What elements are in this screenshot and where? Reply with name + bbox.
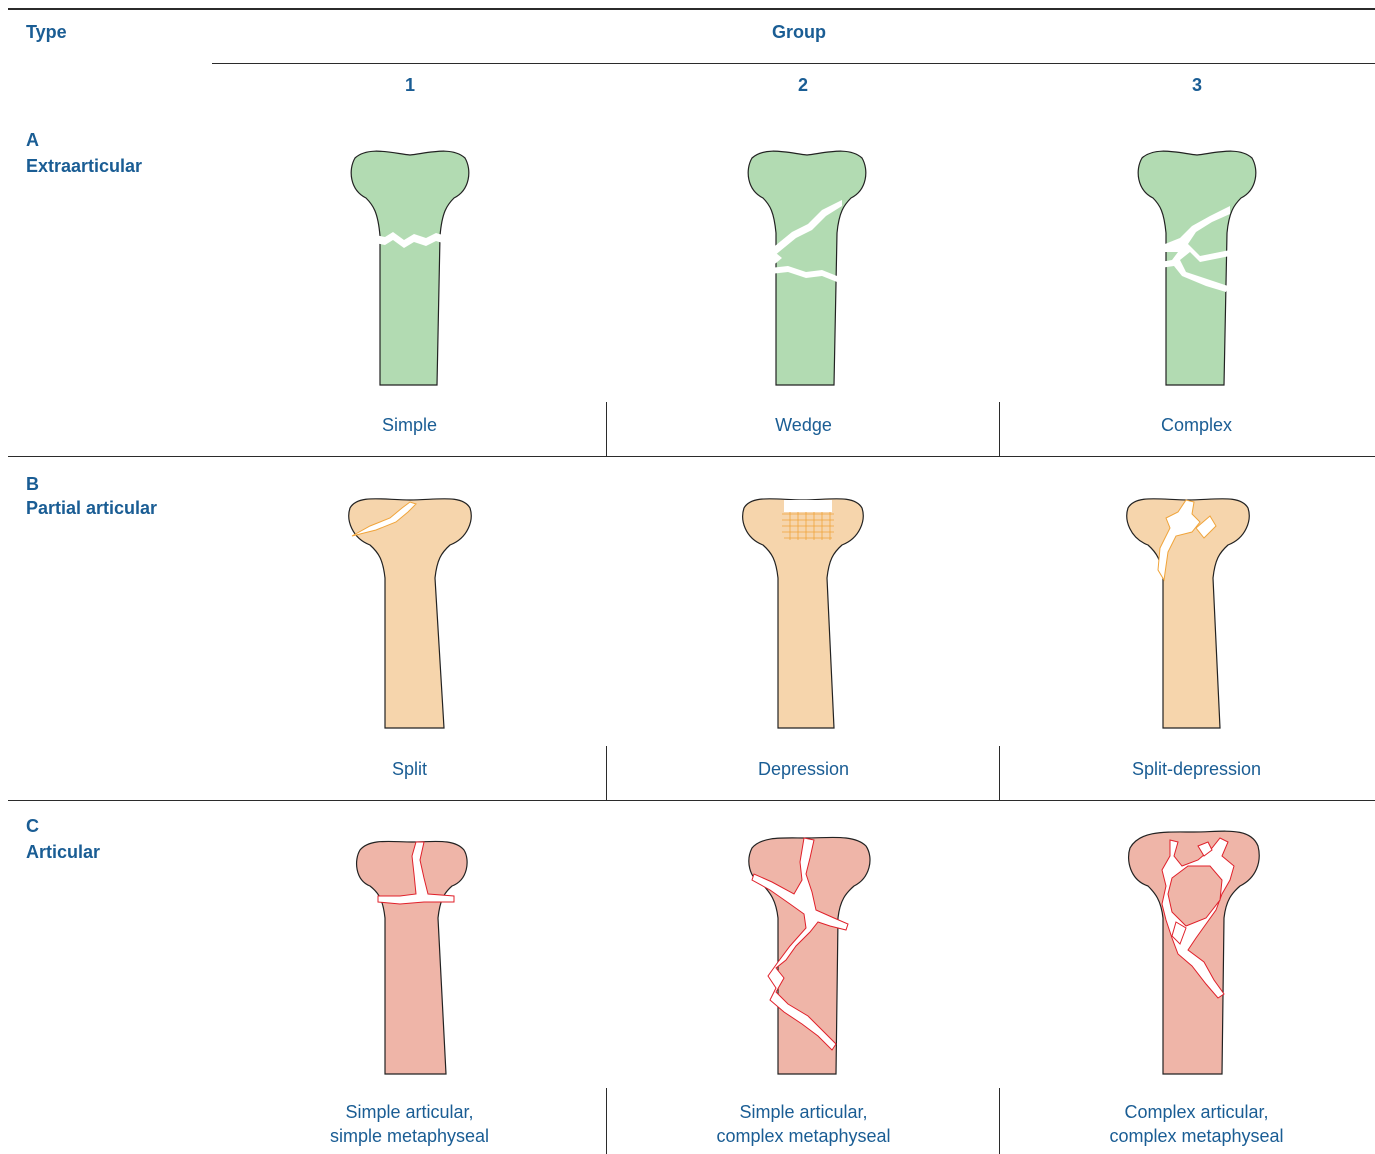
bone-a2-wedge: [748, 151, 866, 385]
bone-b2-depression: [743, 499, 863, 728]
bone-c3-complex-articular: [1129, 831, 1260, 1074]
bone-a1-simple: [351, 151, 469, 385]
bone-b1-split: [349, 499, 471, 728]
bone-a3-complex: [1138, 151, 1256, 385]
bone-c2-complex-metaphyseal: [749, 837, 870, 1074]
bone-b3-split-depression: [1127, 499, 1249, 728]
bone-c1-simple-articular: [357, 841, 468, 1074]
